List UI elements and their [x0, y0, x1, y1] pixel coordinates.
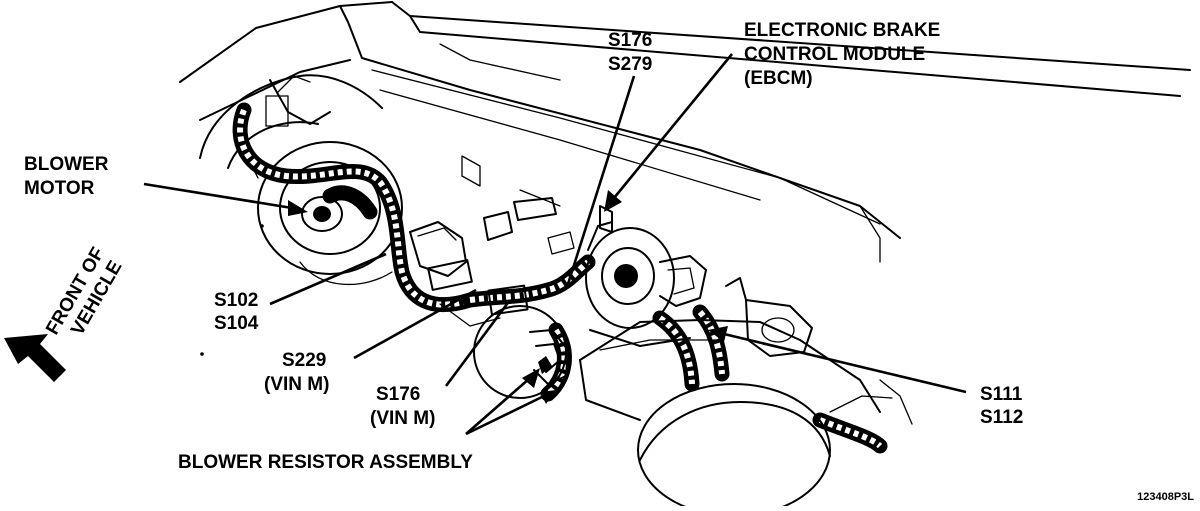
- s111-text: S111: [980, 384, 1023, 405]
- blower-motor-line2: MOTOR: [24, 178, 95, 199]
- ebcm-line2: CONTROL MODULE: [744, 44, 925, 65]
- blower-motor-label: BLOWER MOTOR: [24, 154, 109, 199]
- s176-vin-m-label: S176 (VIN M): [370, 384, 435, 429]
- leader-lines: [143, 53, 967, 436]
- wiring-harness: [232, 102, 888, 454]
- blower-motor-housing: [199, 74, 403, 286]
- blower-motor-line1: BLOWER: [24, 154, 109, 175]
- blower-resistor-assembly-label: BLOWER RESISTOR ASSEMBLY: [178, 452, 473, 473]
- leader-s229: [353, 288, 477, 360]
- leader-s176-vin-m: [444, 299, 512, 387]
- figure-code: 123408P3L: [1137, 491, 1194, 503]
- leader-s176-s279: [566, 75, 636, 285]
- s176-s279-label: S176 S279: [608, 30, 652, 75]
- front-arrow-icon: [4, 334, 66, 382]
- s229-label: S229 (VIN M): [264, 350, 329, 395]
- s176-vin-text-line1: S176: [376, 384, 420, 405]
- s229-vin-text: (VIN M): [264, 374, 329, 395]
- ebcm-unit: [585, 205, 707, 347]
- connectors: [409, 155, 575, 327]
- engine-components: [579, 277, 913, 511]
- leader-blower-motor: [143, 182, 308, 216]
- leader-s111-s112: [708, 326, 967, 394]
- s102-text: S102: [214, 290, 258, 311]
- s112-text: S112: [980, 407, 1023, 428]
- ebcm-label: ELECTRONIC BRAKE CONTROL MODULE (EBCM): [744, 20, 940, 89]
- blower-resistor-area: [473, 305, 569, 399]
- ebcm-line1: ELECTRONIC BRAKE: [744, 20, 940, 41]
- s229-text: S229: [282, 350, 326, 371]
- s102-s104-label: S102 S104: [214, 290, 259, 334]
- s111-s112-label: S111 S112: [980, 384, 1023, 428]
- s279-text: S279: [608, 54, 652, 75]
- front-of-vehicle-indicator: FRONT OF VEHICLE: [4, 244, 127, 382]
- leader-ebcm: [604, 53, 734, 212]
- leader-s102-s104: [269, 252, 387, 306]
- s104-text: S104: [214, 313, 259, 334]
- ebcm-line3: (EBCM): [744, 68, 813, 89]
- s176-vin-text-line2: (VIN M): [370, 408, 435, 429]
- s176-text: S176: [608, 30, 652, 51]
- hood-cowl-panel: [179, 1, 1191, 263]
- leader-blower-resistor: [465, 368, 556, 436]
